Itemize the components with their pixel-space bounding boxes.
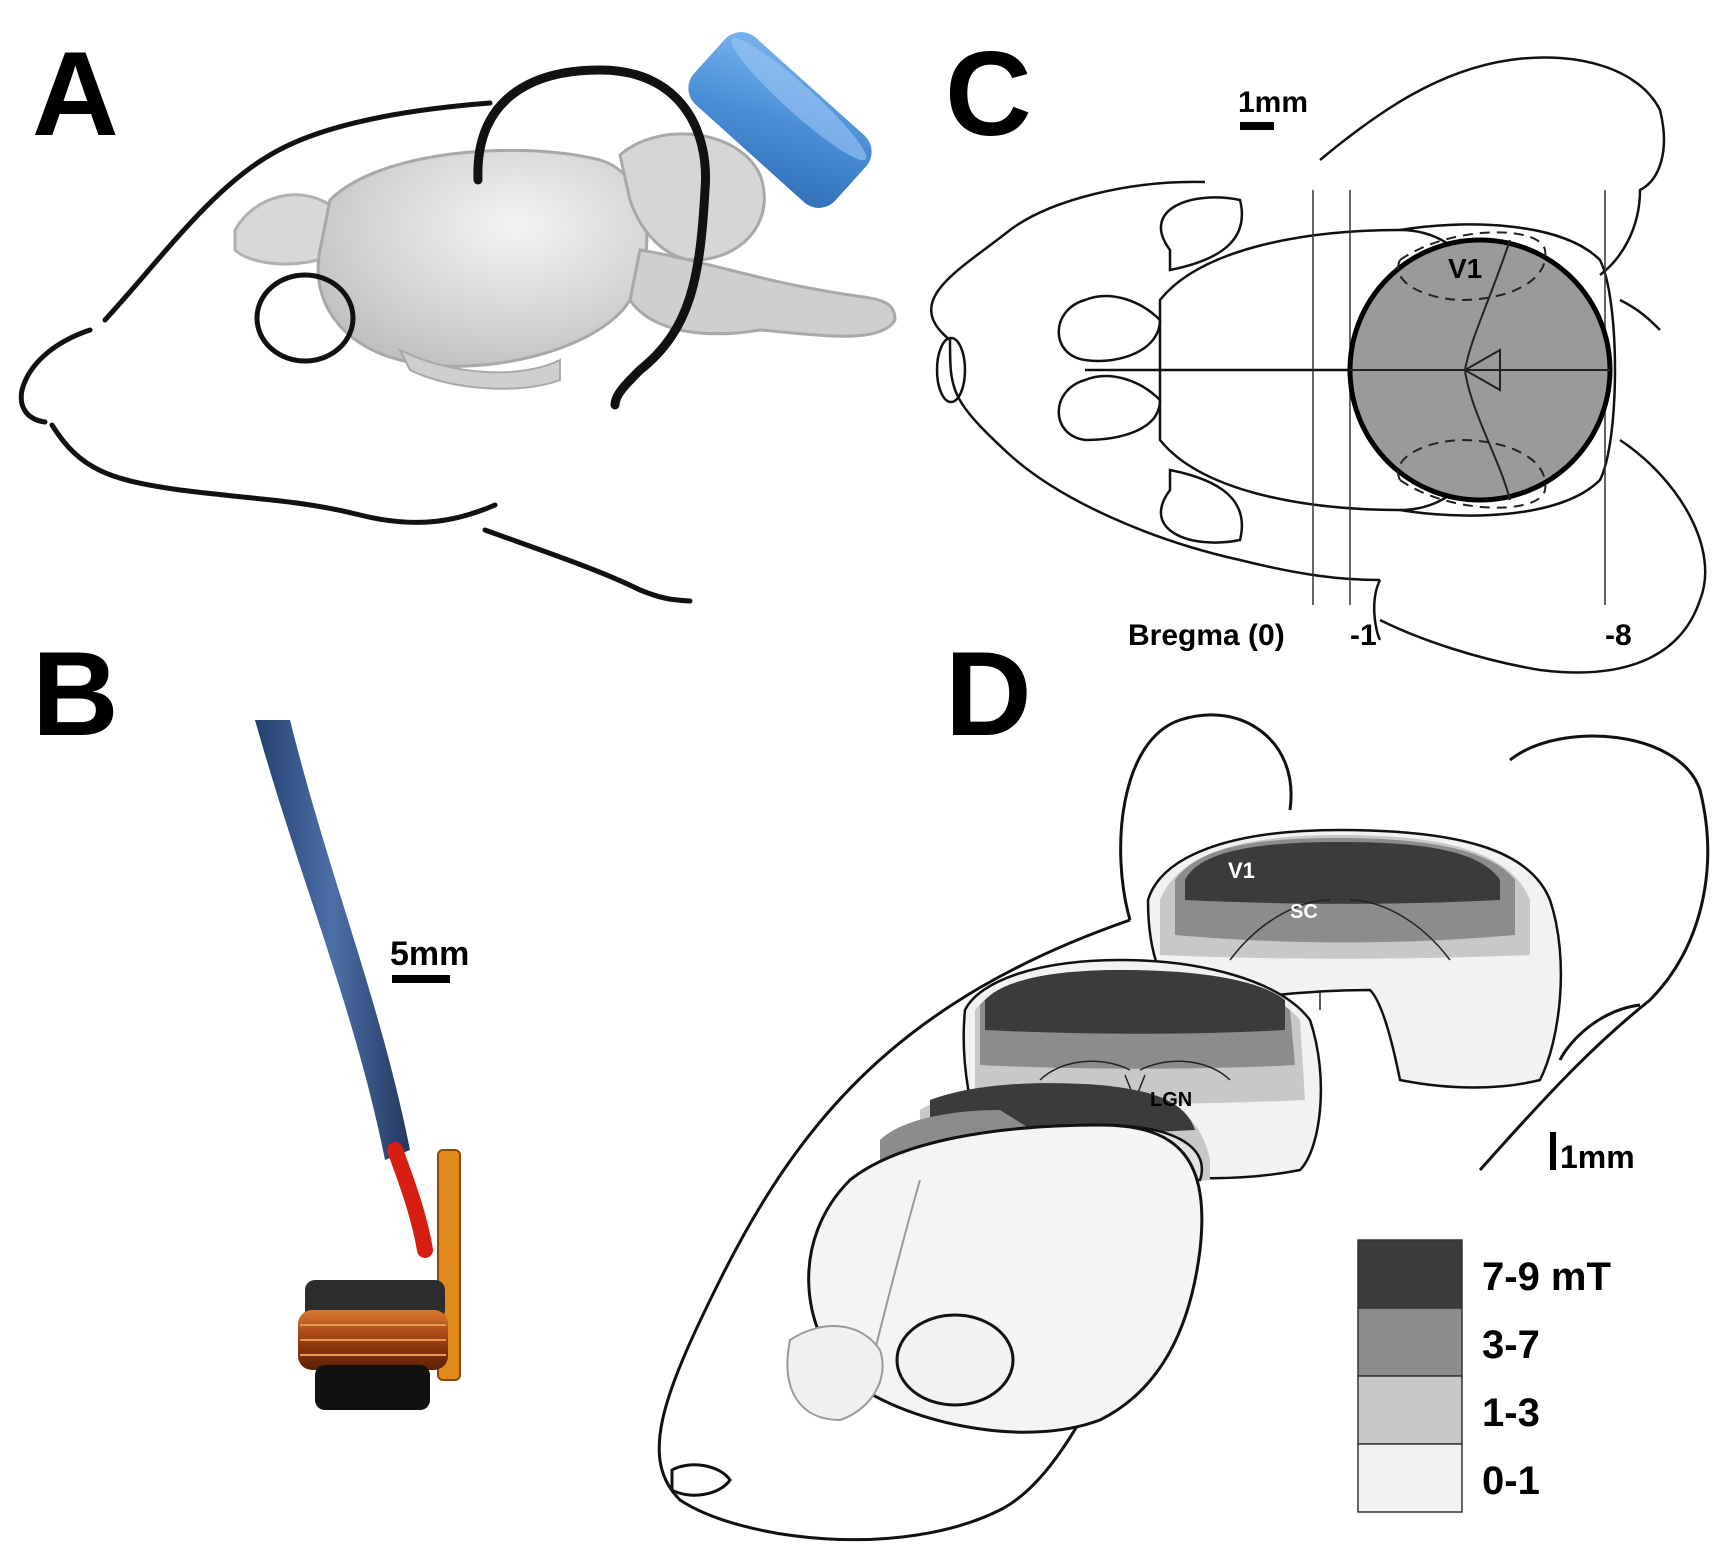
bregma-label-minus8: -8 [1605,619,1632,652]
legend-label-3: 0-1 [1482,1459,1540,1503]
panel-c-scale-label: 1mm [1238,86,1308,119]
eye-ring [254,272,356,364]
panel-c-v1-label: V1 [1448,253,1482,284]
v1-dashed-outline [1397,231,1547,509]
panel-d-letter: D [945,627,1032,761]
panel-d-lgn-label: LGN [1150,1089,1192,1111]
panel-b-letter: B [32,627,119,761]
skull-outline [18,100,693,604]
legend-swatch-3 [1357,1443,1463,1513]
bregma-label-minus1: -1 [1350,619,1377,652]
legend-swatch-2 [1357,1375,1463,1445]
panel-c: C 1mm [930,27,1707,674]
panel-b: B 5mm [32,627,469,1410]
field-inner-outline [1350,239,1610,501]
panel-c-scale-bar [1240,122,1274,130]
oblique-head-outline [657,713,1710,1542]
front-brain-outline [786,1123,1204,1434]
field-strength-legend: 7-9 mT 3-7 1-3 0-1 [1357,1239,1611,1513]
panel-d-v1-label: V1 [1228,858,1255,883]
legend-swatch-0 [1357,1239,1463,1309]
coil-cable [255,720,410,1160]
bregma-label-0: Bregma (0) [1128,619,1285,652]
panel-b-scale-bar [392,975,450,983]
legend-label-1: 3-7 [1482,1323,1540,1367]
coil-body [298,1280,448,1410]
panel-b-scale-label: 5mm [390,935,469,973]
magnet-disc [688,32,872,208]
legend-label-2: 1-3 [1482,1391,1540,1435]
legend-swatch-1 [1357,1307,1463,1377]
panel-d-sc-label: SC [1290,901,1318,923]
brain-slice-back [1146,828,1563,1089]
coil-wire-arc [473,65,711,410]
panel-d: D [657,627,1710,1542]
panel-a: A [18,27,897,604]
panel-d-scale-label: 1mm [1560,1139,1635,1175]
panel-c-letter: C [945,27,1032,161]
panel-d-scale-bar [1550,1132,1556,1170]
legend-label-0: 7-9 mT [1482,1255,1611,1299]
red-lead-wire [387,1142,433,1258]
dorsal-head-outline [930,56,1707,674]
panel-a-letter: A [32,27,119,161]
